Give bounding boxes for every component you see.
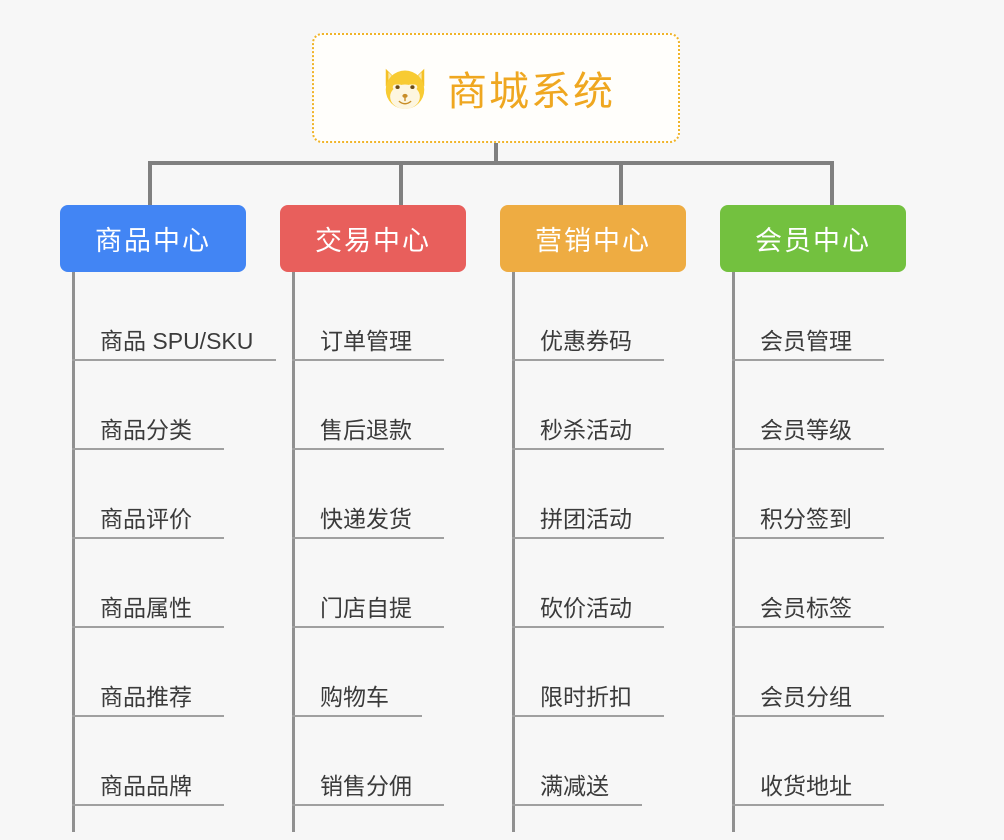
leaf-item[interactable]: 秒杀活动 [512, 361, 706, 450]
leaf-item-underline [732, 626, 884, 628]
leaf-item-label: 售后退款 [320, 417, 412, 443]
column-spine [292, 272, 295, 832]
leaf-item[interactable]: 售后退款 [292, 361, 486, 450]
leaf-item-label: 会员分组 [760, 684, 852, 710]
leaf-item[interactable]: 商品 SPU/SKU [72, 272, 276, 361]
leaf-item-label: 积分签到 [760, 506, 852, 532]
column-spine [732, 272, 735, 832]
leaf-item-underline [72, 359, 276, 361]
leaf-item-label: 优惠券码 [540, 328, 632, 354]
leaf-item[interactable]: 会员等级 [732, 361, 926, 450]
leaf-item[interactable]: 优惠券码 [512, 272, 706, 361]
root-node[interactable]: 商城系统 [312, 33, 680, 143]
leaf-item-underline [72, 448, 224, 450]
leaf-item[interactable]: 砍价活动 [512, 539, 706, 628]
leaf-item[interactable]: 满减送 [512, 717, 706, 806]
category-header-trade-center[interactable]: 交易中心 [280, 205, 466, 272]
leaf-item[interactable]: 销售分佣 [292, 717, 486, 806]
leaf-item-label: 拼团活动 [540, 506, 632, 532]
leaf-item-underline [732, 715, 884, 717]
leaf-list: 商品 SPU/SKU 商品分类商品评价商品属性商品推荐商品品牌 [72, 272, 276, 806]
connector-drop-3 [830, 161, 834, 205]
leaf-item[interactable]: 快递发货 [292, 450, 486, 539]
category-header-product-center[interactable]: 商品中心 [60, 205, 246, 272]
leaf-item[interactable]: 积分签到 [732, 450, 926, 539]
leaf-item-label: 快递发货 [320, 506, 412, 532]
connector-drop-1 [399, 161, 403, 205]
leaf-item[interactable]: 商品评价 [72, 450, 266, 539]
leaf-list: 订单管理售后退款快递发货门店自提购物车销售分佣 [292, 272, 486, 806]
leaf-item-underline [512, 804, 642, 806]
shiba-inu-icon [385, 68, 425, 109]
leaf-item-underline [512, 537, 664, 539]
leaf-item-label: 商品评价 [100, 506, 192, 532]
leaf-item[interactable]: 门店自提 [292, 539, 486, 628]
leaf-item-underline [512, 715, 664, 717]
leaf-list: 会员管理会员等级积分签到会员标签会员分组收货地址 [732, 272, 926, 806]
leaf-item[interactable]: 收货地址 [732, 717, 926, 806]
leaf-item-label: 砍价活动 [540, 595, 632, 621]
category-header-marketing-center[interactable]: 营销中心 [500, 205, 686, 272]
leaf-item-label: 收货地址 [760, 773, 852, 799]
leaf-item-label: 订单管理 [320, 328, 412, 354]
leaf-item-label: 限时折扣 [540, 684, 632, 710]
leaf-item-underline [292, 626, 444, 628]
leaf-item-label: 商品 SPU/SKU [100, 328, 254, 354]
leaf-item[interactable]: 会员标签 [732, 539, 926, 628]
leaf-item-label: 商品属性 [100, 595, 192, 621]
leaf-item-label: 销售分佣 [320, 773, 412, 799]
leaf-item[interactable]: 商品属性 [72, 539, 266, 628]
leaf-item[interactable]: 商品品牌 [72, 717, 266, 806]
root-title: 商城系统 [447, 70, 615, 114]
leaf-item-underline [72, 537, 224, 539]
connector-drop-0 [148, 161, 152, 205]
leaf-item-underline [292, 804, 444, 806]
connector-bus [148, 161, 834, 165]
leaf-list: 优惠券码秒杀活动拼团活动砍价活动限时折扣满减送 [512, 272, 706, 806]
leaf-item-label: 商品分类 [100, 417, 192, 443]
leaf-item-underline [732, 537, 884, 539]
column-spine [512, 272, 515, 832]
leaf-item-underline [72, 626, 224, 628]
leaf-item-underline [72, 804, 224, 806]
column-spine [72, 272, 75, 832]
leaf-item[interactable]: 会员管理 [732, 272, 926, 361]
category-header-label: 营销中心 [535, 226, 651, 256]
leaf-item-label: 会员标签 [760, 595, 852, 621]
leaf-item-underline [292, 715, 422, 717]
leaf-item-label: 门店自提 [320, 595, 412, 621]
connector-drop-2 [619, 161, 623, 205]
leaf-item-label: 会员管理 [760, 328, 852, 354]
leaf-item-underline [732, 359, 884, 361]
leaf-item-underline [512, 448, 664, 450]
leaf-item-label: 商品品牌 [100, 773, 192, 799]
leaf-item[interactable]: 商品分类 [72, 361, 266, 450]
leaf-item[interactable]: 限时折扣 [512, 628, 706, 717]
leaf-item[interactable]: 购物车 [292, 628, 486, 717]
leaf-item-label: 会员等级 [760, 417, 852, 443]
leaf-item[interactable]: 拼团活动 [512, 450, 706, 539]
leaf-item-underline [292, 537, 444, 539]
leaf-item[interactable]: 会员分组 [732, 628, 926, 717]
leaf-item-underline [732, 804, 884, 806]
leaf-item-underline [732, 448, 884, 450]
leaf-item-label: 商品推荐 [100, 684, 192, 710]
leaf-item[interactable]: 订单管理 [292, 272, 486, 361]
category-header-member-center[interactable]: 会员中心 [720, 205, 906, 272]
category-header-label: 商品中心 [95, 226, 211, 256]
leaf-item-underline [292, 359, 444, 361]
leaf-item-label: 满减送 [540, 773, 609, 799]
connector-root-stem [494, 143, 498, 165]
leaf-item-underline [72, 715, 224, 717]
category-header-label: 会员中心 [755, 226, 871, 256]
leaf-item-underline [512, 359, 664, 361]
leaf-item-underline [292, 448, 444, 450]
leaf-item-label: 秒杀活动 [540, 417, 632, 443]
leaf-item[interactable]: 商品推荐 [72, 628, 266, 717]
leaf-item-label: 购物车 [320, 684, 389, 710]
leaf-item-underline [512, 626, 664, 628]
category-header-label: 交易中心 [315, 226, 431, 256]
